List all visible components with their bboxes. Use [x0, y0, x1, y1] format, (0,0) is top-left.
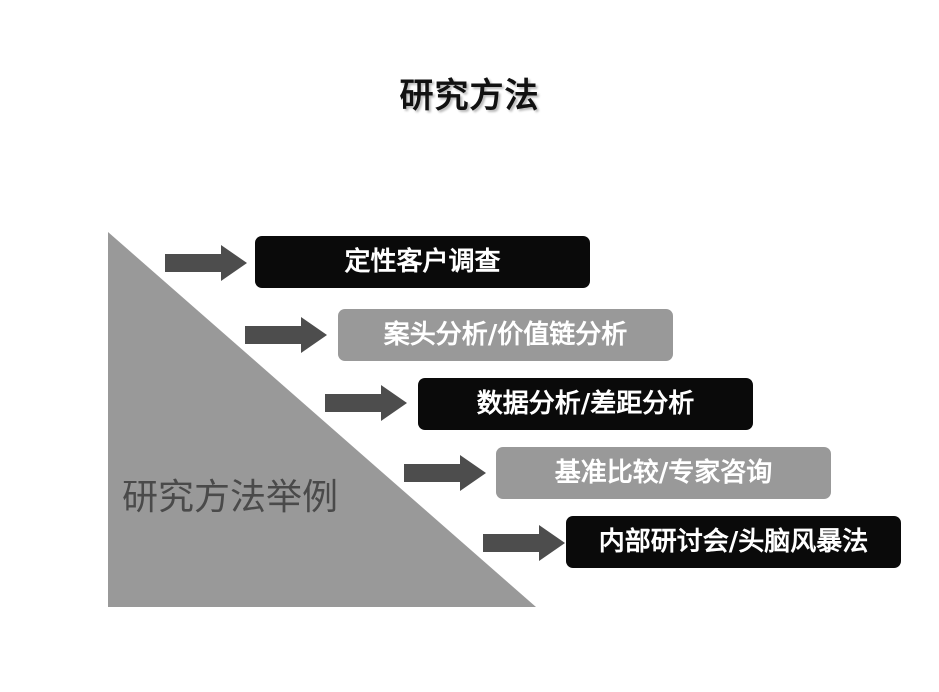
triangle-shape [108, 232, 536, 607]
step-4-box: 基准比较/专家咨询 [496, 447, 831, 499]
step-5-label: 内部研讨会/头脑风暴法 [598, 527, 869, 557]
step-5-arrow-icon [483, 525, 565, 561]
step-1-arrow-icon [165, 245, 247, 281]
step-3-arrow-icon [325, 385, 407, 421]
triangle-label: 研究方法举例 [122, 477, 339, 518]
step-3-box: 数据分析/差距分析 [418, 378, 753, 430]
method-triangle [108, 232, 536, 607]
step-4-arrow-icon [404, 455, 486, 491]
step-5-box: 内部研讨会/头脑风暴法 [566, 516, 901, 568]
step-1-box: 定性客户调查 [255, 236, 590, 288]
step-2-label: 案头分析/价值链分析 [383, 320, 628, 350]
step-1-label: 定性客户调查 [344, 247, 501, 277]
step-2-arrow-icon [245, 317, 327, 353]
step-3-label: 数据分析/差距分析 [476, 389, 695, 419]
page-title: 研究方法 [399, 76, 540, 116]
step-4-label: 基准比较/专家咨询 [554, 458, 773, 488]
step-2-box: 案头分析/价值链分析 [338, 309, 673, 361]
